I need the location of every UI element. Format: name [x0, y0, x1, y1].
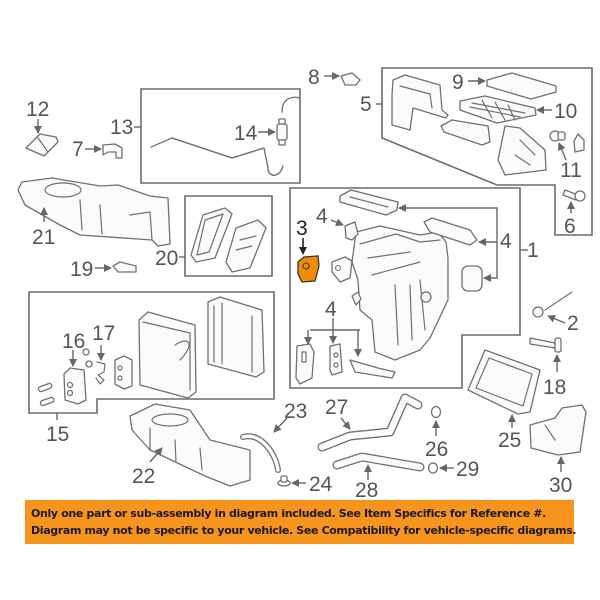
part-26-o-ring[interactable] [430, 405, 442, 419]
part-30-duct[interactable] [529, 404, 587, 456]
callout-27: 27 [325, 396, 348, 419]
part-8-duct-cap[interactable] [340, 72, 361, 86]
callout-4c: 4 [325, 298, 337, 321]
callout-7: 7 [72, 138, 84, 161]
callout-20: 20 [155, 247, 178, 270]
callout-14: 14 [234, 122, 258, 145]
callout-1: 1 [527, 239, 539, 262]
arrow-27 [340, 417, 351, 430]
part-7-clip[interactable] [102, 143, 123, 159]
part-4-seal-bottom-right[interactable] [349, 359, 396, 379]
callout-26: 26 [425, 438, 448, 461]
part-24-grommet[interactable] [277, 475, 291, 487]
arrow-22 [149, 447, 163, 463]
callout-16: 16 [62, 330, 85, 353]
frame-1-heater-case [289, 187, 521, 389]
part-28-hose[interactable] [332, 452, 425, 472]
part-evaporator-core[interactable] [138, 311, 197, 399]
arrow-4-group [479, 207, 498, 282]
part-4-seal-top[interactable] [339, 189, 399, 216]
part-13-hose[interactable] [150, 96, 301, 176]
callout-28: 28 [355, 479, 378, 502]
callout-23: 23 [284, 400, 307, 423]
part-11-grommet[interactable] [549, 130, 585, 153]
callout-12: 12 [26, 98, 49, 121]
part-21-duct[interactable] [17, 177, 171, 247]
part-4-seal-bottom-left[interactable] [295, 343, 315, 385]
frame-15-evaporator [28, 291, 275, 414]
callout-22: 22 [132, 465, 155, 488]
callout-5: 5 [360, 93, 372, 116]
part-25-heater-core[interactable] [467, 349, 541, 415]
callout-17: 17 [92, 322, 115, 345]
callout-30: 30 [549, 474, 572, 497]
callout-4a: 4 [316, 205, 328, 228]
part-1-heater-case[interactable] [351, 225, 449, 361]
part-4-seal-oval[interactable] [461, 265, 483, 292]
part-evaporator-core-2[interactable] [207, 296, 265, 378]
callout-2: 2 [567, 312, 579, 335]
part-2-pin[interactable] [532, 291, 573, 318]
part-20-seals[interactable] [190, 207, 267, 273]
arrow-11 [557, 142, 567, 161]
callout-6: 6 [564, 215, 576, 238]
callout-9: 9 [452, 71, 464, 94]
callout-15: 15 [46, 423, 69, 446]
part-12-clip[interactable] [25, 133, 59, 157]
disclaimer-line-2: Diagram may not be specific to your vehi… [31, 524, 577, 537]
part-4-seal-bottom-mid[interactable] [329, 343, 343, 376]
part-3-highlighted-actuator-cover[interactable] [297, 255, 320, 283]
part-14-check-valve[interactable] [276, 118, 288, 146]
callout-19: 19 [70, 258, 93, 281]
frame-5-upper-case [381, 67, 593, 236]
part-gasket-block[interactable] [114, 355, 133, 390]
part-o-ring-b[interactable] [85, 360, 93, 368]
part-4-seal-right[interactable] [423, 217, 478, 246]
part-o-ring-a[interactable] [82, 348, 90, 356]
part-19-bolt[interactable] [112, 261, 137, 273]
frame-13-hose-group [140, 88, 301, 184]
arrow-2 [547, 314, 566, 324]
part-o-rings-pair[interactable] [37, 382, 55, 407]
callout-3: 3 [296, 217, 308, 240]
callout-4b: 4 [500, 230, 512, 253]
callout-21: 21 [32, 226, 55, 249]
part-10-filter-housing[interactable] [459, 95, 537, 124]
callout-11: 11 [560, 159, 582, 182]
disclaimer-line-1: Only one part or sub-assembly in diagram… [31, 507, 546, 520]
callout-29: 29 [456, 458, 479, 481]
part-clip-small[interactable] [351, 291, 362, 306]
arrow-4-small [330, 218, 344, 226]
part-27-hose[interactable] [317, 393, 423, 452]
part-16-expansion-valve[interactable] [63, 367, 87, 405]
part-6-screw[interactable] [562, 189, 586, 202]
callout-8: 8 [308, 66, 320, 89]
arrow-23 [273, 417, 288, 433]
part-3b-actuator-cover[interactable] [331, 256, 353, 283]
callout-24: 24 [309, 473, 333, 496]
part-18-sensor[interactable] [529, 337, 562, 353]
part-9-cabin-filter[interactable] [486, 72, 557, 100]
callout-10: 10 [554, 100, 577, 123]
part-17-clip[interactable] [95, 361, 106, 385]
callout-18: 18 [543, 376, 566, 399]
callout-13: 13 [110, 116, 133, 139]
part-4-seal-small[interactable] [344, 221, 359, 241]
frame-20-seals [184, 195, 273, 277]
disclaimer-banner: Only one part or sub-assembly in diagram… [25, 500, 577, 544]
part-23-hose[interactable] [240, 433, 281, 473]
part-29-o-ring[interactable] [427, 462, 439, 474]
part-22-lower-duct[interactable] [129, 403, 251, 487]
callout-25: 25 [498, 429, 521, 452]
part-5-upper-case[interactable] [391, 74, 547, 176]
